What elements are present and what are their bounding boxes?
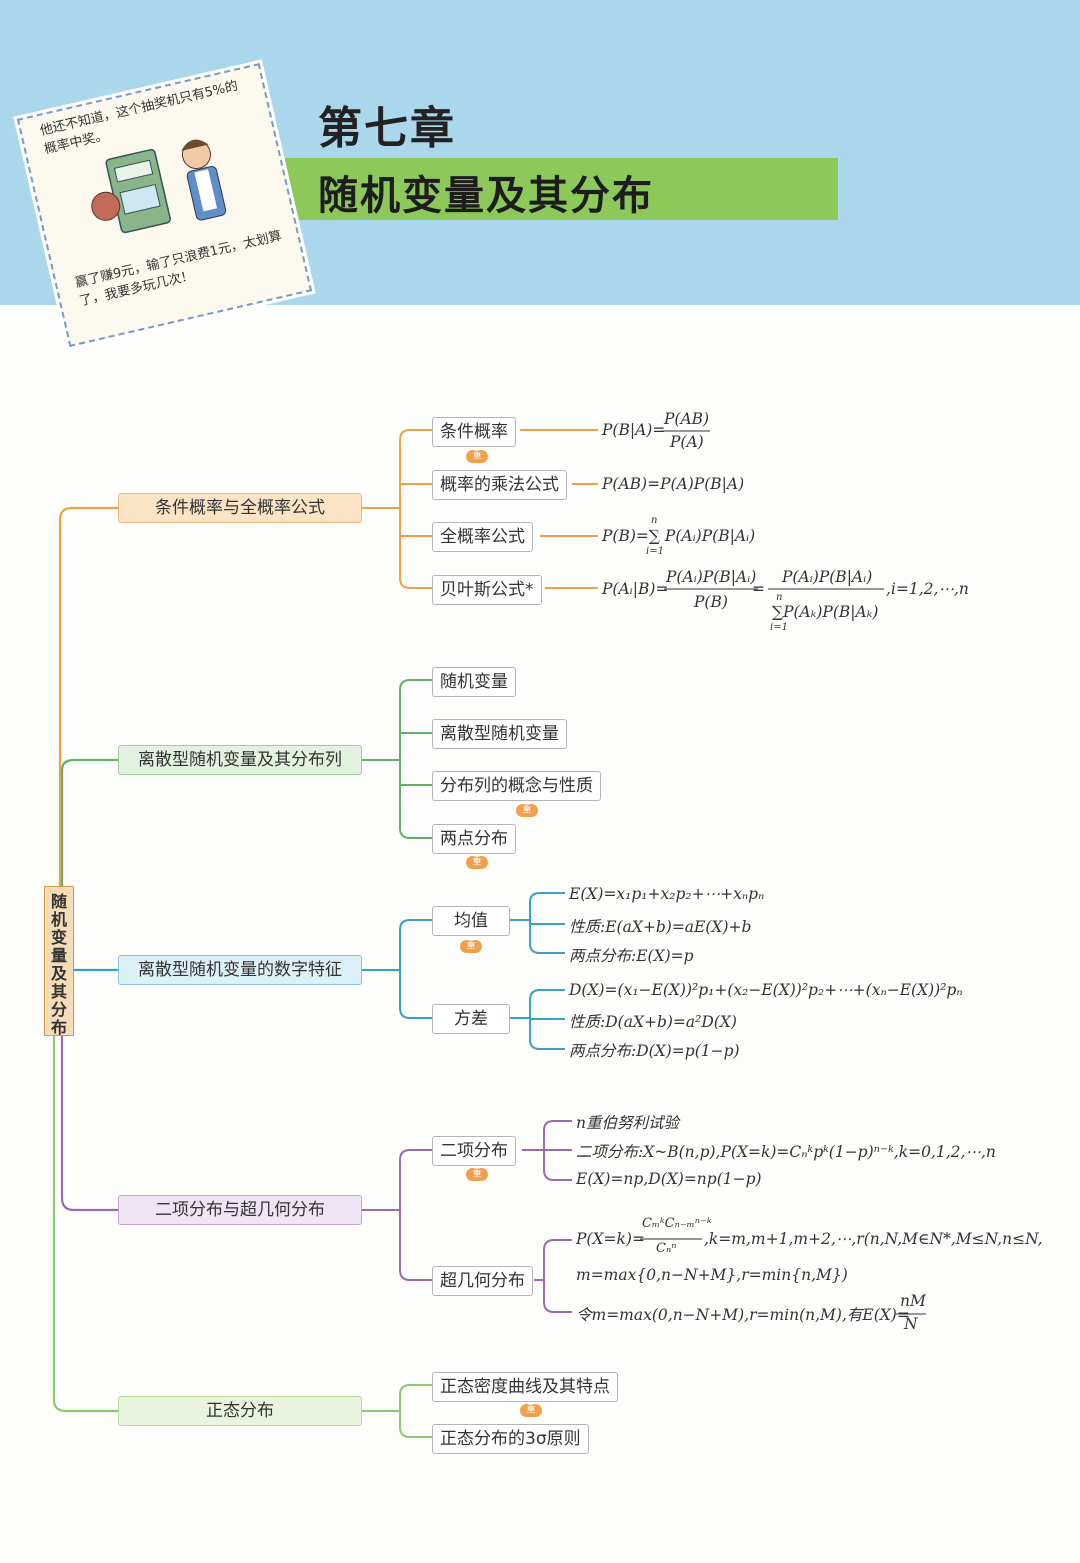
formula-bayes-tail: ,i=1,2,⋯,n: [886, 580, 969, 598]
formula-hypergeometric-exp-den: N: [904, 1315, 918, 1333]
key-badge: 重: [466, 856, 488, 869]
branch-conditional-probability: 条件概率与全概率公式: [118, 493, 362, 523]
chapter-title: 第七章: [318, 103, 456, 154]
formula-bernoulli-trial: n重伯努利试验: [576, 1114, 679, 1132]
key-badge: 重: [466, 450, 488, 463]
formula-mean-property: 性质:E(aX+b)=aE(X)+b: [569, 918, 752, 936]
formula-hypergeometric-lhs: P(X=k)=: [576, 1230, 645, 1248]
node-normal-density-curve: 正态密度曲线及其特点: [432, 1372, 618, 1402]
formula-hypergeometric-expectation: 令m=max(0,n−N+M),r=min(n,M),有E(X)=: [576, 1306, 910, 1324]
fraction-bar: [662, 430, 710, 432]
formula-conditional-den: P(A): [670, 433, 704, 451]
key-badge: 重: [460, 940, 482, 953]
formula-total-probability: P(B)=∑ P(Aᵢ)P(B|Aᵢ): [602, 527, 756, 545]
root-node: 随 机 变 量 及 其 分 布: [44, 886, 74, 1037]
branch-discrete-distribution: 离散型随机变量及其分布列: [118, 745, 362, 775]
branch-normal-distribution: 正态分布: [118, 1396, 362, 1426]
node-mean: 均值: [432, 906, 510, 936]
formula-conditional-num: P(AB): [664, 410, 710, 428]
formula-mean-two-point: 两点分布:E(X)=p: [569, 947, 694, 965]
node-conditional-probability: 条件概率: [432, 417, 516, 447]
formula-bayes-frac1-den: P(B): [694, 593, 728, 611]
title-bar: [236, 158, 838, 220]
root-char: 布: [50, 1018, 67, 1037]
sum-lower-limit: i=1: [770, 622, 788, 633]
key-badge: 重: [516, 804, 538, 817]
formula-bayes-frac1-num: P(Aᵢ)P(B|Aᵢ): [666, 568, 757, 586]
page-title: 随机变量及其分布: [318, 173, 654, 219]
formula-binomial-pmf: 二项分布:X~B(n,p),P(X=k)=Cₙᵏpᵏ(1−p)ⁿ⁻ᵏ,k=0,1…: [576, 1143, 996, 1161]
fraction-bar: [896, 1313, 926, 1315]
formula-mean-definition: E(X)=x₁p₁+x₂p₂+⋯+xₙpₙ: [569, 885, 765, 903]
node-hypergeometric-distribution: 超几何分布: [432, 1266, 533, 1296]
root-char: 分: [50, 1000, 67, 1019]
slot-machine-icon: [91, 139, 227, 234]
sum-lower-limit: i=1: [646, 546, 664, 557]
cartoon-illustration: 他还不知道，这个抽奖机只有5%的概率中奖。 赢了赚9元，输了只浪费1元，太划算了…: [16, 62, 313, 348]
node-discrete-random-variable: 离散型随机变量: [432, 719, 567, 749]
node-multiplication-formula: 概率的乘法公式: [432, 470, 567, 500]
root-char: 其: [50, 982, 67, 1001]
formula-hypergeometric-exp-num: nM: [900, 1292, 926, 1310]
formula-hypergeometric-num: CₘᵏCₙ₋ₘⁿ⁻ᵏ: [642, 1216, 712, 1231]
sum-upper-limit: n: [651, 515, 658, 526]
fraction-bar: [664, 588, 758, 590]
node-two-point-distribution: 两点分布: [432, 824, 516, 854]
key-badge: 重: [520, 1404, 542, 1417]
root-char: 变: [50, 928, 67, 947]
fraction-bar: [768, 588, 884, 590]
node-three-sigma-rule: 正态分布的3σ原则: [432, 1424, 589, 1454]
node-total-probability: 全概率公式: [432, 522, 533, 552]
node-variance: 方差: [432, 1004, 510, 1034]
formula-variance-definition: D(X)=(x₁−E(X))²p₁+(x₂−E(X))²p₂+⋯+(xₙ−E(X…: [569, 981, 963, 999]
root-char: 量: [50, 946, 67, 965]
formula-hypergeometric-bounds: m=max{0,n−N+M},r=min{n,M}): [576, 1266, 848, 1284]
root-char: 机: [50, 910, 67, 929]
formula-hypergeometric-den: Cₙⁿ: [656, 1241, 677, 1256]
formula-bayes-frac2-den: ∑P(Aₖ)P(B|Aₖ): [772, 603, 879, 621]
formula-hypergeometric-range: ,k=m,m+1,m+2,⋯,r(n,N,M∈N*,M≤N,n≤N,: [704, 1230, 1043, 1248]
root-char: 随: [50, 892, 67, 911]
root-char: 及: [50, 964, 67, 983]
formula-conditional-lhs: P(B|A)=: [602, 421, 666, 439]
branch-numerical-features: 离散型随机变量的数字特征: [118, 955, 362, 985]
node-distribution-list: 分布列的概念与性质: [432, 771, 601, 801]
sum-upper-limit: n: [776, 592, 783, 603]
formula-multiplication: P(AB)=P(A)P(B|A): [602, 475, 745, 493]
formula-binomial-moments: E(X)=np,D(X)=np(1−p): [576, 1170, 762, 1188]
formula-variance-two-point: 两点分布:D(X)=p(1−p): [569, 1042, 740, 1060]
formula-bayes-lhs: P(Aᵢ|B)=: [602, 580, 669, 598]
key-badge: 重: [466, 1168, 488, 1181]
node-random-variable: 随机变量: [432, 667, 516, 697]
node-binomial-distribution: 二项分布: [432, 1136, 516, 1166]
branch-binomial-hypergeometric: 二项分布与超几何分布: [118, 1195, 362, 1225]
fraction-bar: [640, 1238, 702, 1240]
node-bayes-formula: 贝叶斯公式*: [432, 575, 542, 605]
formula-bayes-frac2-num: P(Aᵢ)P(B|Aᵢ): [782, 568, 873, 586]
formula-variance-property: 性质:D(aX+b)=a²D(X): [569, 1013, 737, 1031]
